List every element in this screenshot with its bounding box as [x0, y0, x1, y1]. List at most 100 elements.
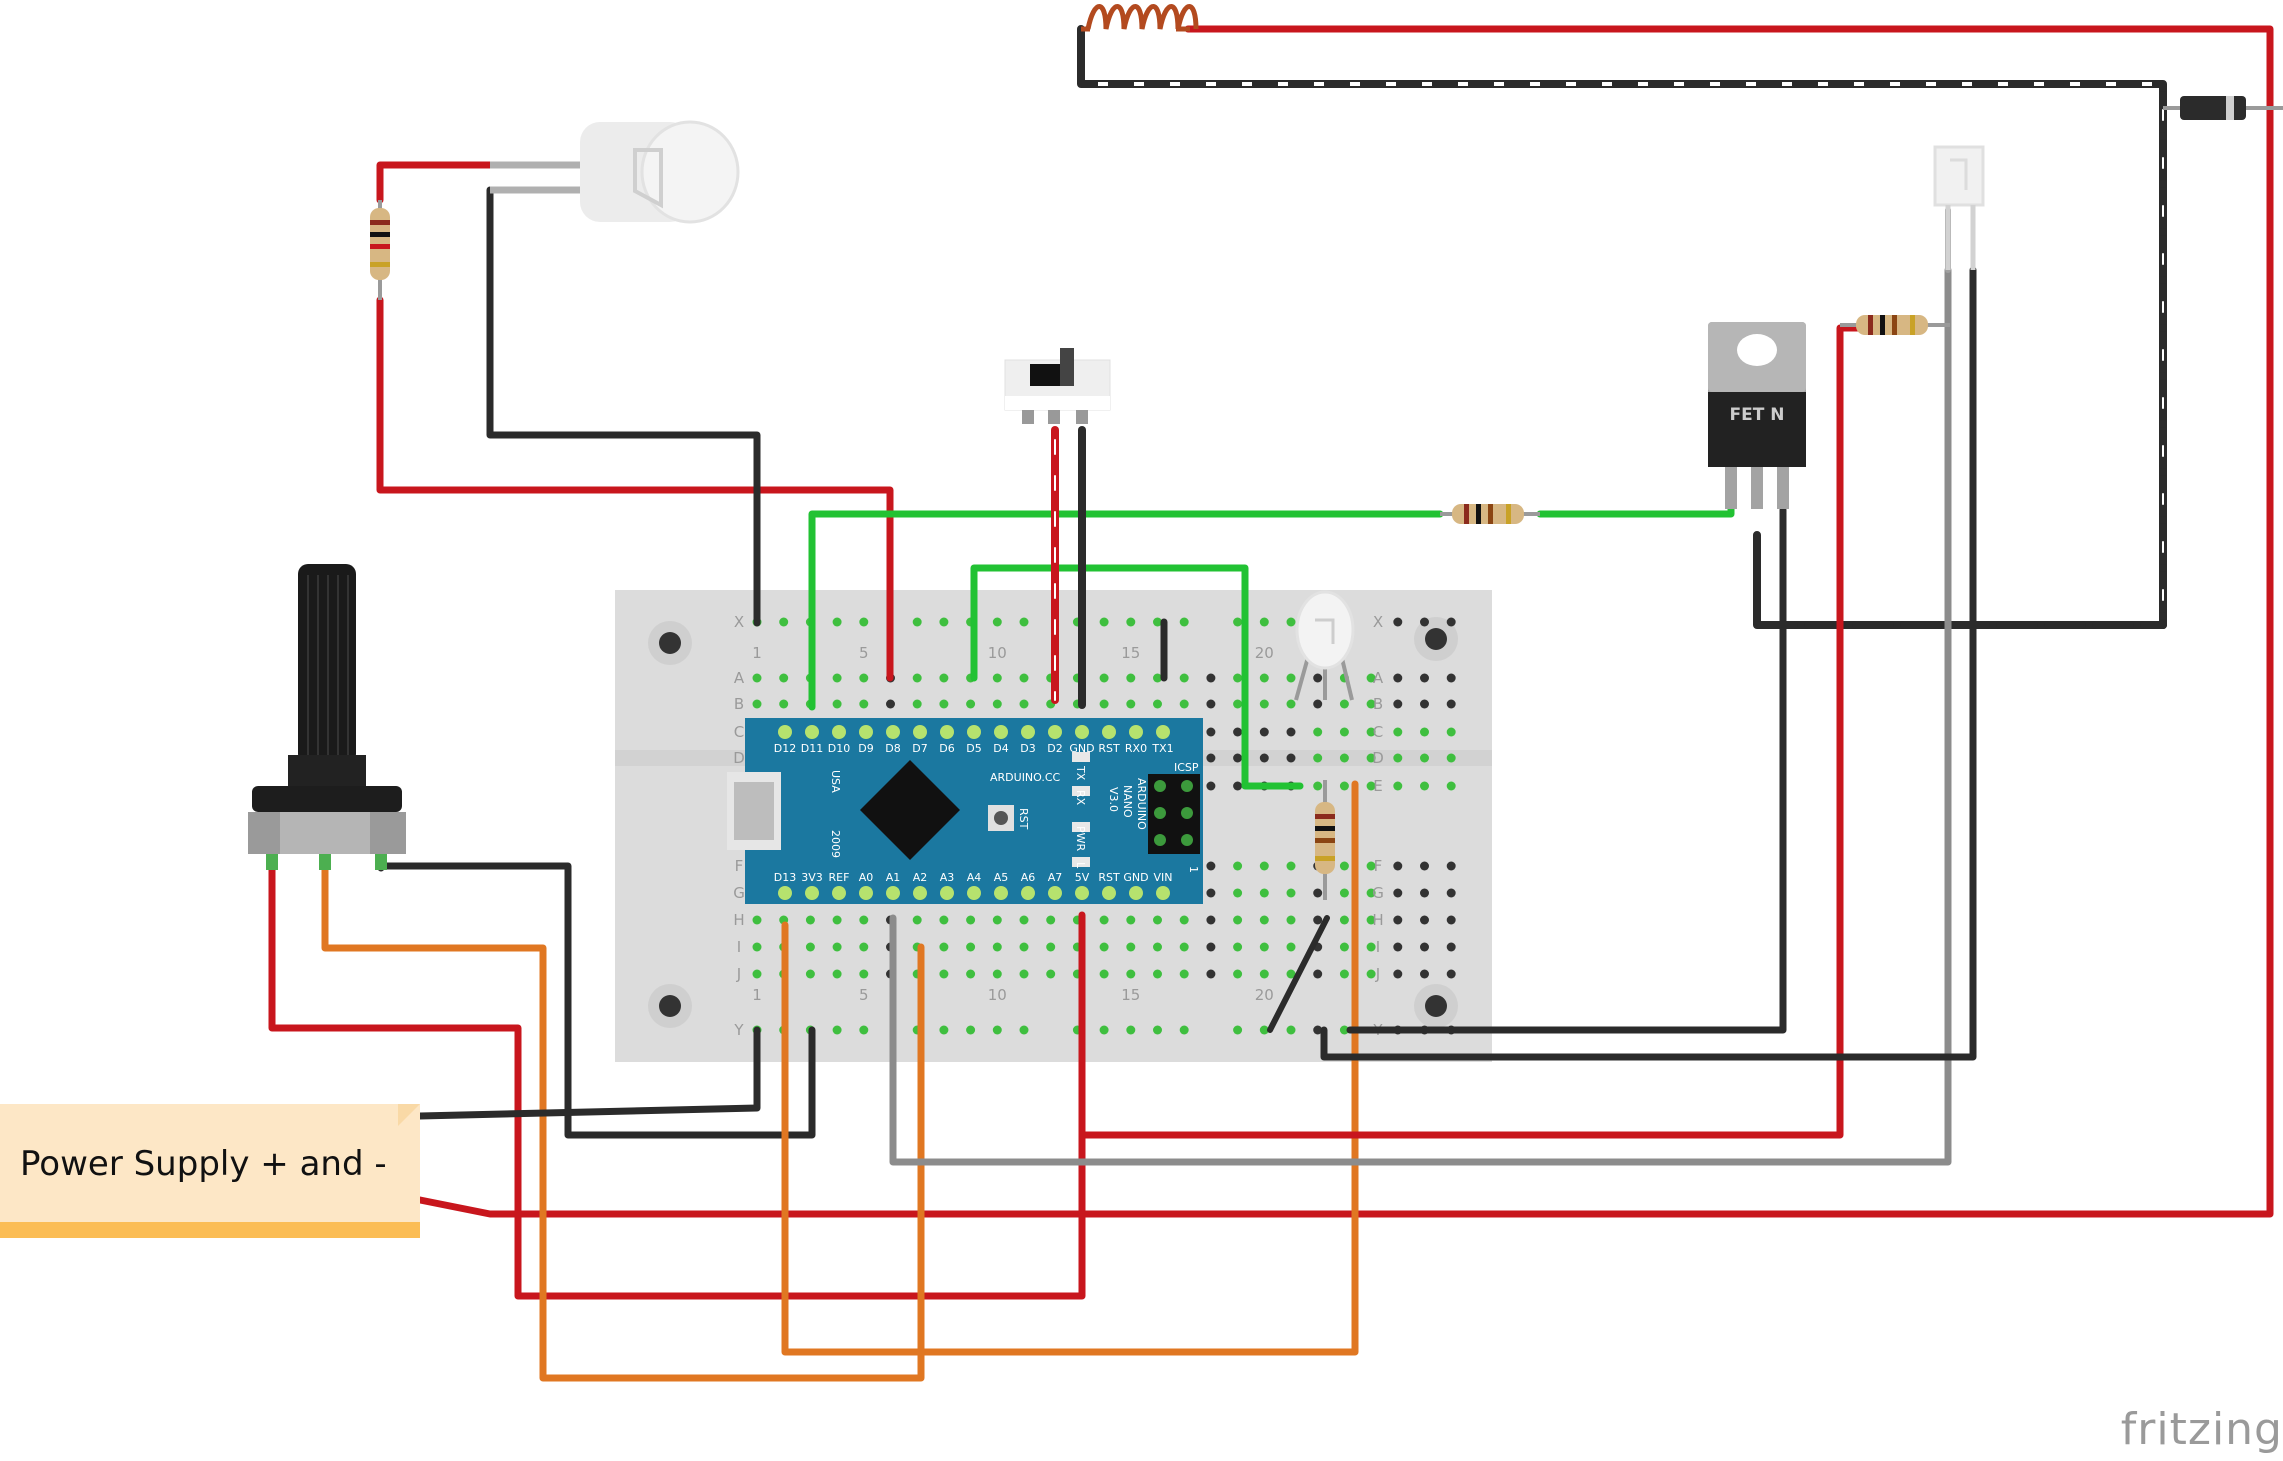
- breadboard-hole: [1446, 753, 1456, 763]
- breadboard-hole: [992, 969, 1002, 979]
- breadboard-hole: [1019, 969, 1029, 979]
- nano-pin-label: D7: [912, 742, 927, 755]
- nano-pin-label: GND: [1123, 871, 1148, 884]
- breadboard-hole: [1233, 699, 1243, 709]
- wire-black-gnd-mosfet: [1346, 506, 1787, 1034]
- nano-pin: [940, 725, 954, 739]
- row-letter: A: [1373, 669, 1384, 687]
- breadboard-hole: [939, 1025, 949, 1035]
- breadboard-hole: [1366, 699, 1376, 709]
- breadboard-hole: [1366, 727, 1376, 737]
- breadboard-hole: [1313, 888, 1323, 898]
- nano-pin: [832, 725, 846, 739]
- row-letter: D: [733, 749, 745, 767]
- nano-pin-label: D3: [1020, 742, 1035, 755]
- nano-pin: [886, 725, 900, 739]
- nano-pin: [1048, 725, 1062, 739]
- breadboard-hole: [1233, 781, 1243, 791]
- nano-pin: [1156, 886, 1170, 900]
- small-led: [1294, 590, 1355, 701]
- breadboard-hole: [1259, 699, 1269, 709]
- breadboard-hole: [1126, 673, 1136, 683]
- breadboard-hole: [859, 699, 869, 709]
- breadboard-hole: [1206, 673, 1216, 683]
- breadboard-hole: [1233, 673, 1243, 683]
- breadboard-hole: [939, 673, 949, 683]
- nano-pin-label: A1: [886, 871, 901, 884]
- breadboard-hole: [1019, 673, 1029, 683]
- nano-pin: [778, 725, 792, 739]
- breadboard-hole: [1420, 727, 1429, 737]
- breadboard-hole: [1286, 699, 1296, 709]
- row-letter: G: [1372, 884, 1384, 902]
- breadboard-hole: [1233, 942, 1243, 952]
- breadboard-hole: [1366, 915, 1376, 925]
- breadboard-hole: [939, 969, 949, 979]
- breadboard-hole: [832, 673, 842, 683]
- row-letter: J: [736, 965, 741, 983]
- breadboard-hole: [832, 942, 842, 952]
- breadboard-hole: [992, 915, 1002, 925]
- row-letter: F: [735, 857, 744, 875]
- breadboard-hole: [1366, 861, 1376, 871]
- column-number: 10: [988, 986, 1007, 1004]
- breadboard-hole: [1286, 617, 1296, 627]
- breadboard-hole: [992, 1025, 1002, 1035]
- breadboard-hole: [1313, 969, 1323, 979]
- breadboard-hole: [1259, 727, 1269, 737]
- breadboard-hole: [1179, 1025, 1189, 1035]
- breadboard-hole: [1206, 753, 1216, 763]
- nano-pin-label: TX1: [1151, 742, 1173, 755]
- nano-pin: [778, 886, 792, 900]
- breadboard-hole: [1233, 727, 1243, 737]
- breadboard-hole: [1126, 969, 1136, 979]
- breadboard-hole: [1259, 969, 1269, 979]
- breadboard-hole: [779, 617, 789, 627]
- nano-year-label: 2009: [829, 830, 842, 858]
- breadboard-hole: [1339, 861, 1349, 871]
- breadboard-hole: [966, 969, 976, 979]
- wire-red-led-2: [376, 296, 894, 682]
- breadboard-hole: [966, 1025, 976, 1035]
- nano-pin-label: VIN: [1154, 871, 1173, 884]
- breadboard-hole: [1153, 617, 1162, 627]
- breadboard-hole: [1339, 727, 1349, 737]
- breadboard-hole: [1179, 617, 1189, 627]
- nano-pin-label: D11: [801, 742, 823, 755]
- breadboard-hole: [1393, 888, 1403, 898]
- breadboard-hole: [1259, 888, 1269, 898]
- wire-green-led: [970, 564, 1304, 790]
- row-letter: X: [734, 613, 744, 631]
- breadboard-hole: [1286, 861, 1296, 871]
- nano-name2-label: NANO: [1121, 785, 1134, 818]
- breadboard-hole: [1393, 753, 1403, 763]
- nano-pin: [805, 886, 819, 900]
- breadboard-hole: [1446, 727, 1456, 737]
- nano-usa-label: USA: [829, 770, 842, 793]
- nano-rst-label: RST: [1017, 808, 1030, 830]
- wire-red-pot: [268, 864, 1086, 1300]
- breadboard-hole: [1420, 781, 1429, 791]
- breadboard-hole: [1393, 699, 1403, 709]
- breadboard-hole: [752, 699, 762, 709]
- breadboard-hole: [1393, 617, 1403, 627]
- breadboard-hole: [1286, 673, 1296, 683]
- breadboard-hole: [1206, 699, 1216, 709]
- nano-pin-label: RST: [1098, 742, 1120, 755]
- breadboard-hole: [1259, 861, 1269, 871]
- mosfet-label: FET N: [1730, 405, 1785, 425]
- wire-black-coil: [1077, 25, 2167, 629]
- nano-pin: [913, 725, 927, 739]
- nano-pin: [1129, 725, 1143, 739]
- breadboard-hole: [779, 699, 789, 709]
- breadboard-hole: [1126, 942, 1136, 952]
- nano-pin-label: D8: [885, 742, 900, 755]
- breadboard-hole: [1019, 617, 1029, 627]
- nano-pin: [886, 886, 900, 900]
- row-letter: H: [1372, 911, 1383, 929]
- column-number: 5: [859, 644, 869, 662]
- breadboard-hole: [1339, 915, 1349, 925]
- breadboard-hole: [752, 942, 762, 952]
- breadboard-hole: [1286, 753, 1296, 763]
- breadboard-hole: [1393, 727, 1403, 737]
